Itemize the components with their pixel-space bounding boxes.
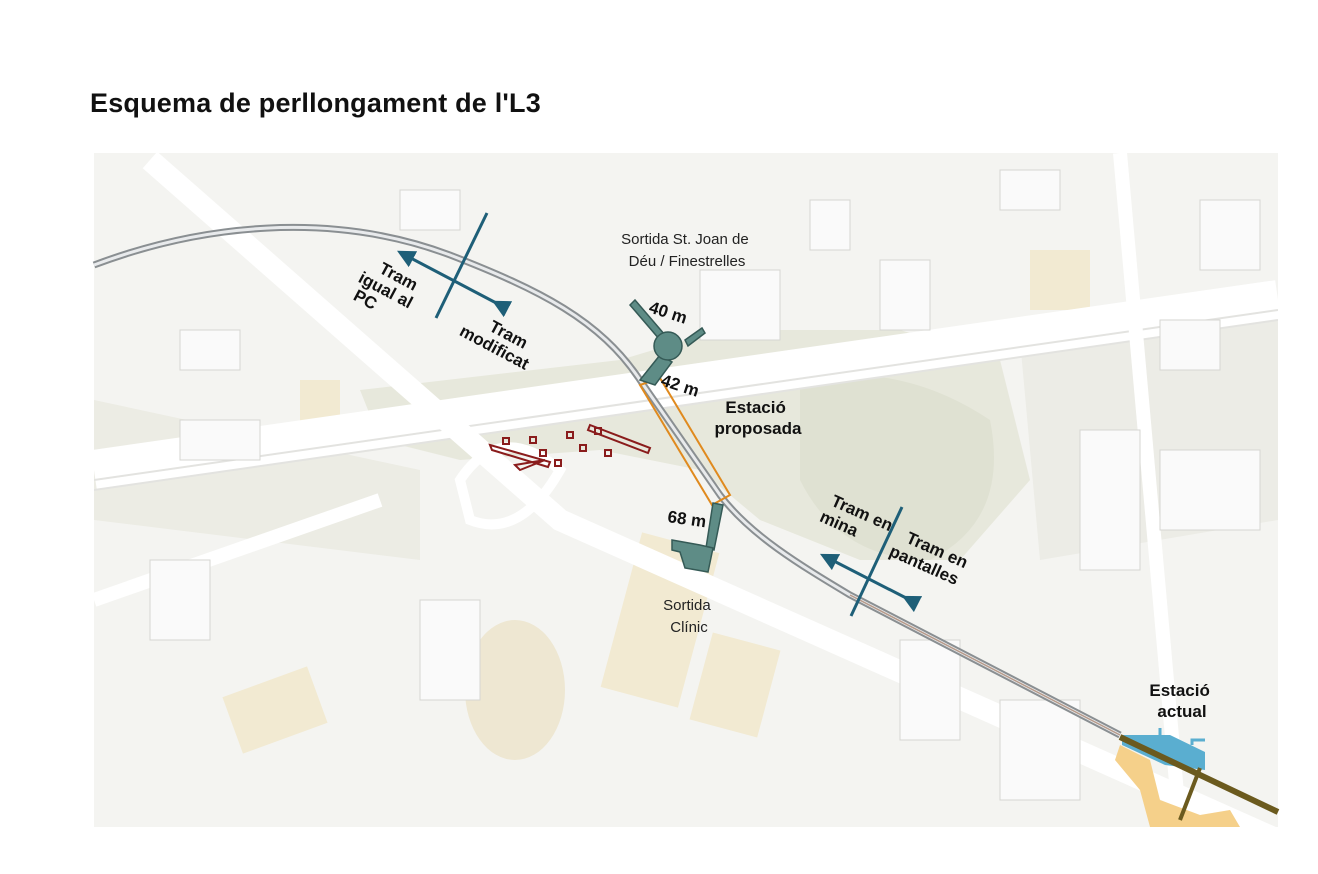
- shaft-clinic: [671, 502, 724, 573]
- l3-tunnel-route: [92, 224, 1122, 739]
- shaft-sant-joan-de-deu: [628, 298, 706, 386]
- section-marker-east: [819, 506, 923, 617]
- label-sortida-clinic: Sortida Clínic: [663, 597, 715, 636]
- obstacles: [488, 423, 652, 472]
- label-estacio-proposada: Estació proposada: [715, 398, 802, 438]
- basemap: [94, 153, 1278, 827]
- section-marker-west: [397, 212, 513, 319]
- label-sortida-sant-joan-de-deu: Sortida St. Joan de Déu / Finestrelles: [621, 231, 753, 270]
- label-estacio-actual: Estació actual: [1149, 681, 1214, 721]
- current-station: [1115, 728, 1280, 827]
- page-title: Esquema de perllongament de l'L3: [90, 88, 541, 118]
